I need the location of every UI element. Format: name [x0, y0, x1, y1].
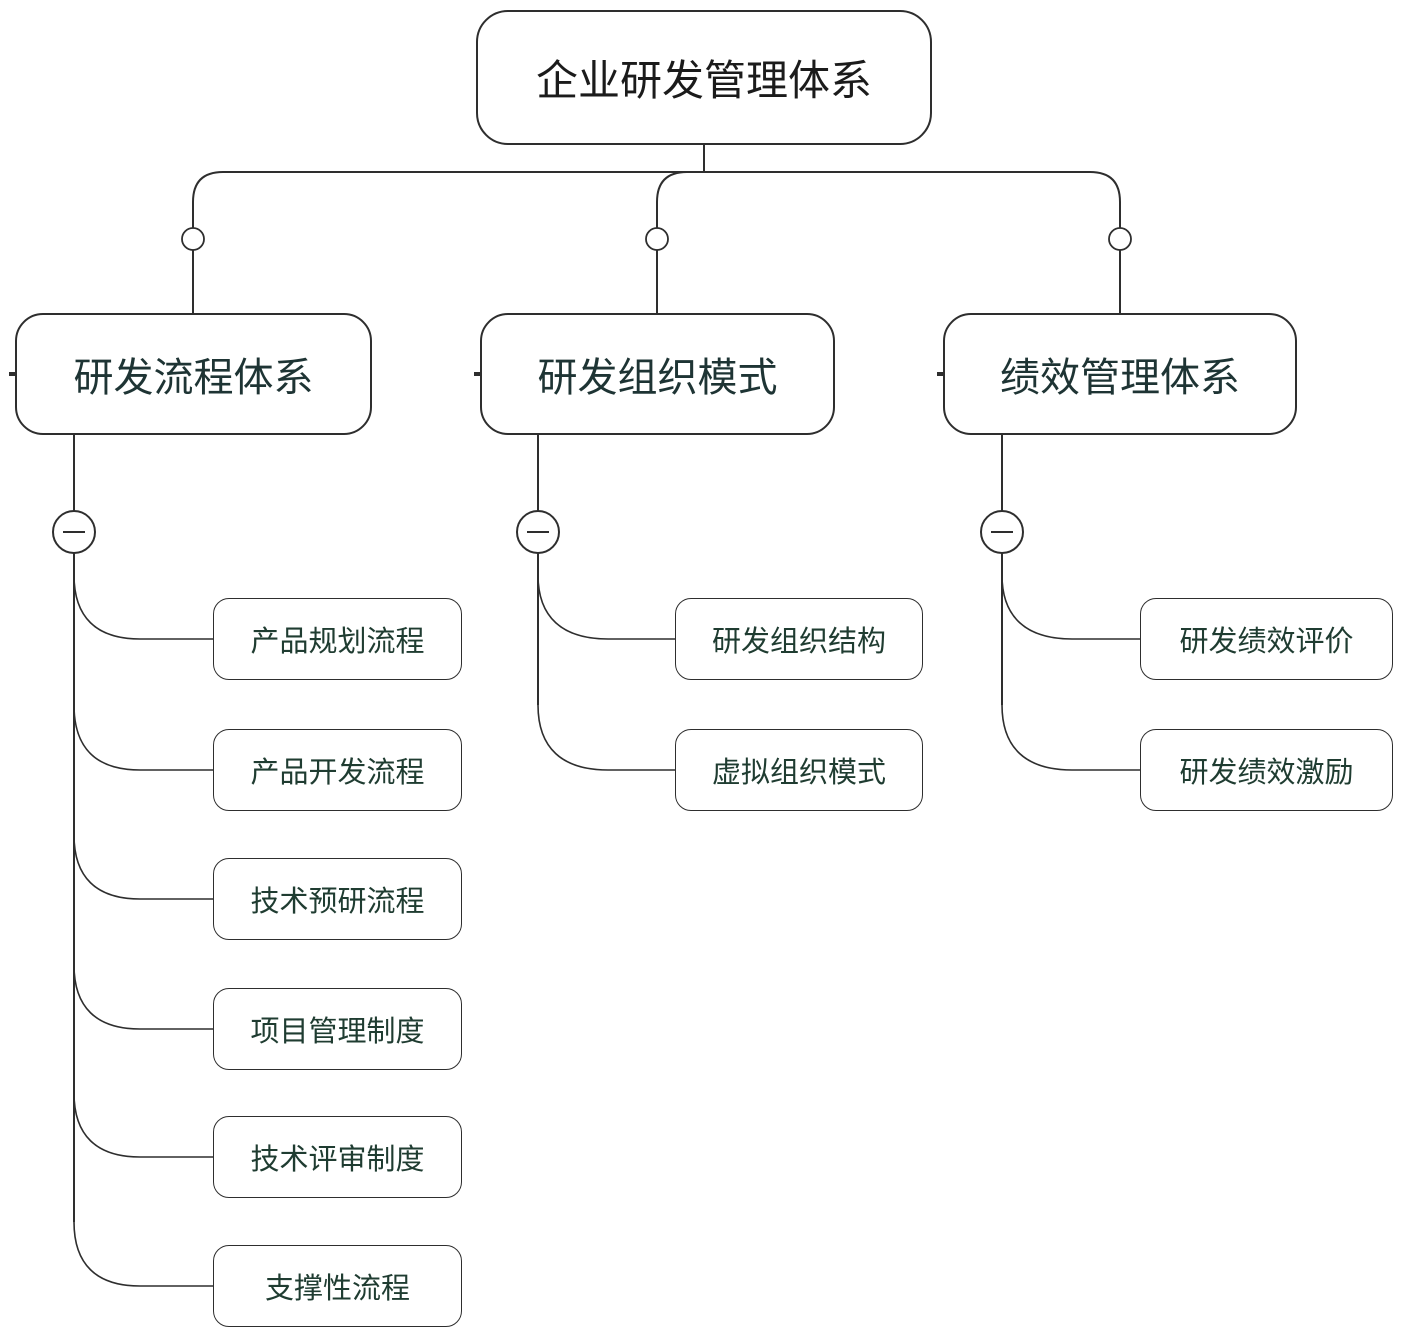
subtree-1-collapse-button[interactable] — [516, 510, 560, 554]
root-connectors — [192, 145, 1121, 313]
subtree-2-collapse-button[interactable] — [980, 510, 1024, 554]
leaf-node-rd-performance-incentive[interactable]: 研发绩效激励 — [1140, 729, 1393, 811]
subtree-2-leaf-0-curve — [1001, 574, 1140, 640]
leaf-label: 技术预研流程 — [250, 886, 425, 918]
leaf-node-tech-review-rules[interactable]: 技术评审制度 — [213, 1116, 462, 1198]
subtree-0-collapse-button[interactable] — [52, 510, 96, 554]
branch-0-top-line — [192, 171, 704, 228]
leaf-node-product-planning-process[interactable]: 产品规划流程 — [213, 598, 462, 680]
leaf-label: 研发绩效评价 — [1179, 626, 1354, 658]
branch-label: 研发组织模式 — [537, 356, 778, 400]
leaf-node-rd-org-structure[interactable]: 研发组织结构 — [675, 598, 923, 680]
subtree-0-leaf-1-curve — [73, 704, 213, 771]
leaf-node-rd-performance-evaluation[interactable]: 研发绩效评价 — [1140, 598, 1393, 680]
subtree-0-leaf-5-curve — [73, 1221, 213, 1287]
leaf-node-project-mgmt-rules[interactable]: 项目管理制度 — [213, 988, 462, 1070]
subtree-1-leaf-1-curve — [537, 704, 675, 771]
subtree-0-leaf-3-curve — [73, 964, 213, 1030]
leaf-label: 产品开发流程 — [250, 757, 425, 789]
leaf-node-tech-preresearch-process[interactable]: 技术预研流程 — [213, 858, 462, 940]
subtree-0-leaf-0-curve — [73, 574, 213, 640]
subtree-1-connectors — [537, 435, 675, 771]
branch-label: 绩效管理体系 — [1000, 356, 1240, 400]
leaf-node-product-dev-process[interactable]: 产品开发流程 — [213, 729, 462, 811]
root-topic-node[interactable]: 企业研发管理体系 — [476, 10, 932, 145]
subtree-2-connectors — [1001, 435, 1140, 771]
junction-dots — [181, 227, 1132, 251]
branch-0-junction-dot[interactable] — [181, 227, 205, 251]
leaf-label: 技术评审制度 — [250, 1144, 425, 1176]
branch-node-rd-process-system[interactable]: 研发流程体系 — [15, 313, 372, 435]
subtree-0-connectors — [73, 435, 213, 1287]
branch-label: 研发流程体系 — [73, 356, 314, 400]
branch-node-performance-mgmt[interactable]: 绩效管理体系 — [943, 313, 1297, 435]
leaf-label: 产品规划流程 — [250, 626, 425, 658]
branch-1-junction-dot[interactable] — [645, 227, 669, 251]
root-topic-label: 企业研发管理体系 — [535, 57, 872, 104]
branch-1-top-line — [656, 171, 704, 228]
leaf-node-supporting-process[interactable]: 支撑性流程 — [213, 1245, 462, 1327]
subtree-2-leaf-1-curve — [1001, 704, 1140, 771]
subtree-1-leaf-0-curve — [537, 574, 675, 640]
leaf-label: 虚拟组织模式 — [711, 757, 886, 789]
branch-2-top-line — [704, 171, 1121, 228]
subtree-0-leaf-4-curve — [73, 1092, 213, 1158]
leaf-label: 项目管理制度 — [250, 1016, 425, 1048]
leaf-label: 支撑性流程 — [264, 1273, 410, 1305]
leaf-label: 研发组织结构 — [711, 626, 886, 658]
subtree-0-leaf-2-curve — [73, 834, 213, 900]
branch-node-rd-org-model[interactable]: 研发组织模式 — [480, 313, 835, 435]
leaf-node-virtual-org-model[interactable]: 虚拟组织模式 — [675, 729, 923, 811]
leaf-label: 研发绩效激励 — [1179, 757, 1354, 789]
branch-2-junction-dot[interactable] — [1108, 227, 1132, 251]
